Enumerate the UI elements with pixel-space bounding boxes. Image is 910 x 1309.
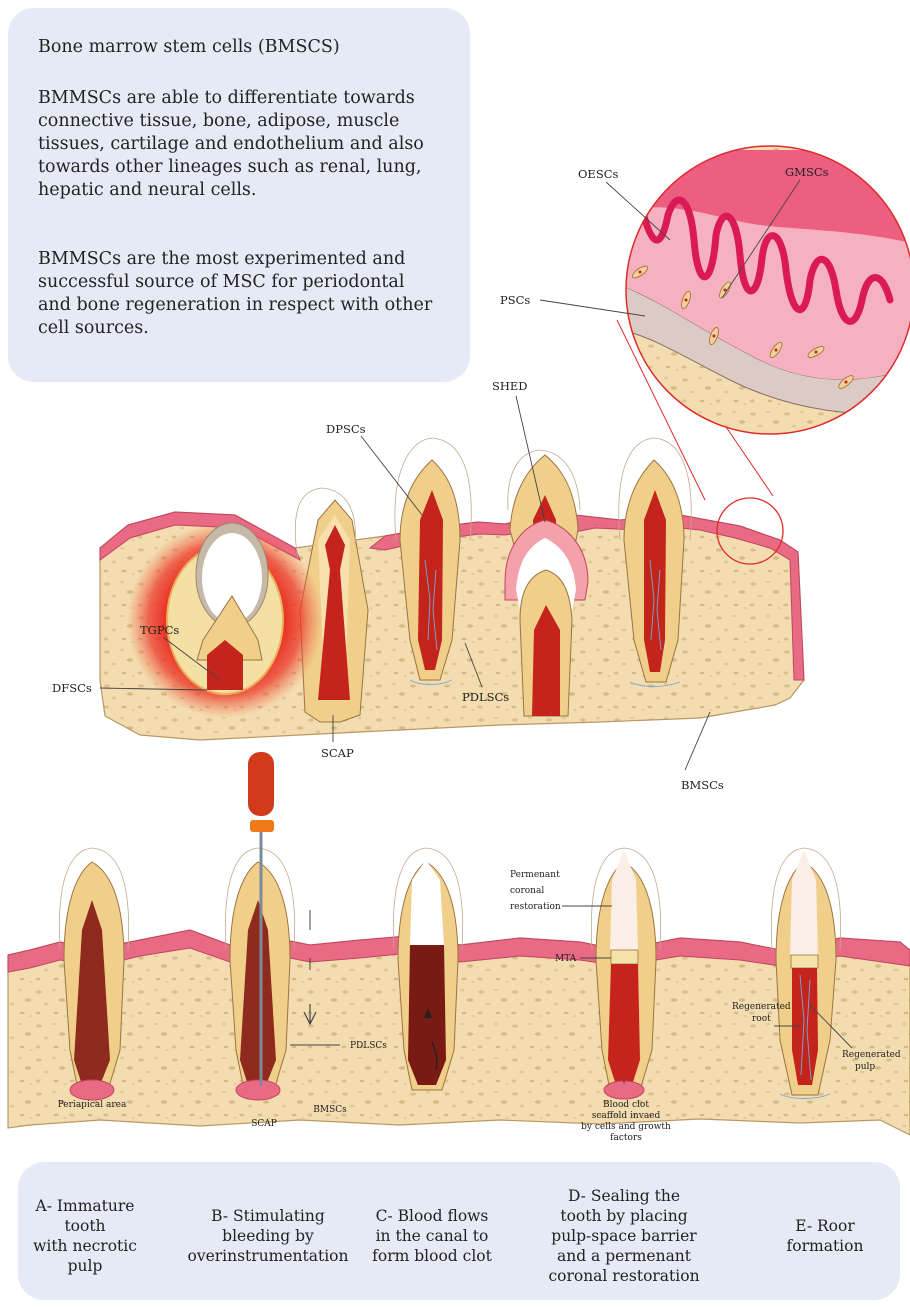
label-restoration-1: Permenant: [510, 870, 560, 880]
label-clot-1: Blood clot: [603, 1100, 649, 1110]
label-regen-root-1: Regenerated: [732, 1002, 791, 1012]
label-bmscs-bottom: BMSCs: [313, 1105, 347, 1115]
label-clot-4: factors: [610, 1133, 642, 1143]
step-c: C- Blood flows in the canal to form bloo…: [372, 1206, 492, 1266]
label-tgpcs: TGPCs: [140, 623, 179, 637]
label-gmscs: GMSCs: [785, 165, 829, 179]
steps-panel: A- Immature tooth with necrotic pulp B- …: [18, 1162, 900, 1300]
upper-jaw-illustration: [100, 438, 804, 740]
label-periapical: Periapical area: [58, 1100, 127, 1110]
info-paragraph-1: BMMSCs are able to differentiate towards…: [38, 87, 440, 202]
bmsc-info-panel: Bone marrow stem cells (BMSCS) BMMSCs ar…: [8, 8, 470, 382]
label-pscs: PSCs: [500, 293, 530, 307]
label-pdlscs-top: PDLSCs: [462, 690, 509, 704]
label-restoration-3: restoration: [510, 902, 561, 912]
label-scap-bottom: SCAP: [251, 1119, 277, 1129]
label-dpscs: DPSCs: [326, 422, 366, 436]
step-d: D- Sealing the tooth by placing pulp-spa…: [548, 1186, 699, 1286]
info-title: Bone marrow stem cells (BMSCS): [38, 36, 440, 59]
step-a: A- Immature tooth with necrotic pulp: [33, 1196, 137, 1276]
lower-jaw-illustration: [8, 752, 910, 1135]
magnified-gingiva-circle: [617, 140, 910, 500]
label-bmscs-top: BMSCs: [681, 778, 724, 792]
label-dfscs: DFSCs: [52, 681, 92, 695]
label-pdlscs-bottom: PDLSCs: [350, 1041, 387, 1051]
label-restoration-2: coronal: [510, 886, 544, 896]
label-regen-pulp-2: pulp: [855, 1062, 875, 1072]
label-clot-2: scaffold invaed: [592, 1111, 661, 1121]
step-b: B- Stimulating bleeding by overinstrumen…: [187, 1206, 348, 1266]
label-clot-3: by cells and growth: [581, 1122, 671, 1132]
label-shed: SHED: [492, 379, 528, 393]
step-e: E- Roor formation: [787, 1216, 864, 1256]
label-scap-top: SCAP: [321, 746, 354, 760]
label-regen-root-2: root: [752, 1014, 771, 1024]
info-paragraph-2: BMMSCs are the most experimented and suc…: [38, 248, 440, 340]
label-oescs: OESCs: [578, 167, 619, 181]
label-regen-pulp-1: Regenerated: [842, 1050, 901, 1060]
label-mta: MTA: [555, 954, 577, 964]
